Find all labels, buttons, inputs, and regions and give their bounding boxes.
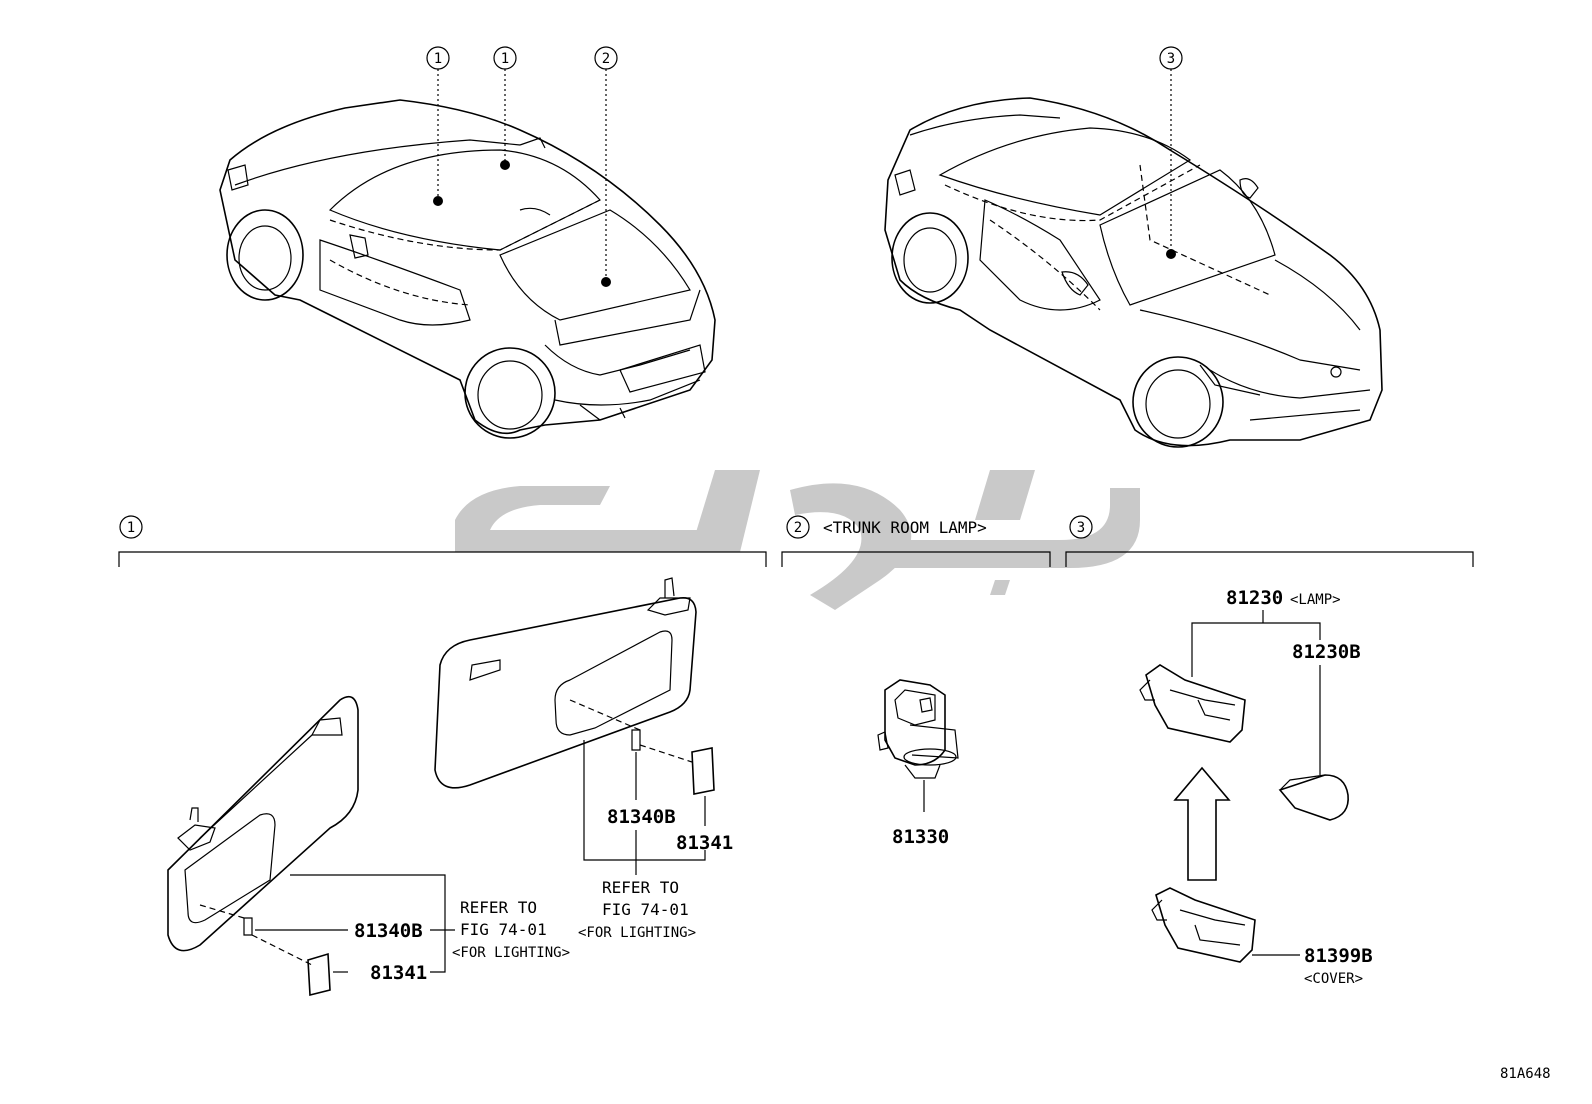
section-header-3: 3 (1065, 515, 1474, 567)
section-header-2: 2 <TRUNK ROOM LAMP> (781, 515, 1051, 567)
callout-circle (786, 515, 810, 539)
section-title-trunk-room-lamp: <TRUNK ROOM LAMP> (823, 518, 987, 537)
part-number-81230B: 81230B (1292, 641, 1361, 663)
callout-circle (1069, 515, 1093, 539)
section-number: 1 (127, 520, 135, 536)
section-number: 3 (1077, 520, 1085, 536)
trunk-room-lamp-illustration: 81330 (877, 679, 959, 848)
for-lighting-label: <FOR LIGHTING> (578, 925, 696, 941)
part-number-81330: 81330 (892, 826, 949, 848)
callout-number: 2 (602, 51, 610, 67)
sun-visor-right-leaders: 81340B 81341 REFER TO FIG 74-01 <FOR LIG… (578, 740, 733, 941)
car-rear-view-illustration (219, 99, 716, 439)
cover-tag: <COVER> (1304, 971, 1363, 987)
fig-reference-label: FIG 74-01 (602, 900, 689, 919)
callout-circle (119, 515, 143, 539)
sun-visor-right-illustration (434, 577, 715, 795)
watermark-logo (455, 470, 1140, 610)
car-rear-callouts: 1 1 2 (426, 46, 618, 287)
part-number-81341-left: 81341 (370, 962, 427, 984)
callout-number: 1 (434, 51, 442, 67)
figure-id: 81A648 (1500, 1066, 1551, 1082)
for-lighting-label: <FOR LIGHTING> (452, 945, 570, 961)
part-number-81340B-right: 81340B (607, 806, 676, 828)
section-number: 2 (794, 520, 802, 536)
refer-to-label: REFER TO (460, 898, 537, 917)
lamp-tag: <LAMP> (1290, 592, 1341, 608)
car-front-view-illustration (884, 97, 1383, 448)
callout-number: 1 (501, 51, 509, 67)
part-number-81340B-left: 81340B (354, 920, 423, 942)
fig-reference-label: FIG 74-01 (460, 920, 547, 939)
refer-to-label: REFER TO (602, 878, 679, 897)
car-front-callouts: 3 (1159, 46, 1183, 259)
callout-number: 3 (1167, 51, 1175, 67)
part-number-81341-right: 81341 (676, 832, 733, 854)
section-header-1: 1 (118, 515, 767, 567)
interior-lamp-group: 81230 <LAMP> 81230B 81399B <COVER> (1139, 587, 1373, 987)
part-number-81230: 81230 (1226, 587, 1283, 609)
sun-visor-left-leaders: 81340B 81341 REFER TO FIG 74-01 <FOR LIG… (255, 874, 570, 984)
part-number-81399B: 81399B (1304, 945, 1373, 967)
sun-visor-left-illustration (167, 695, 359, 997)
